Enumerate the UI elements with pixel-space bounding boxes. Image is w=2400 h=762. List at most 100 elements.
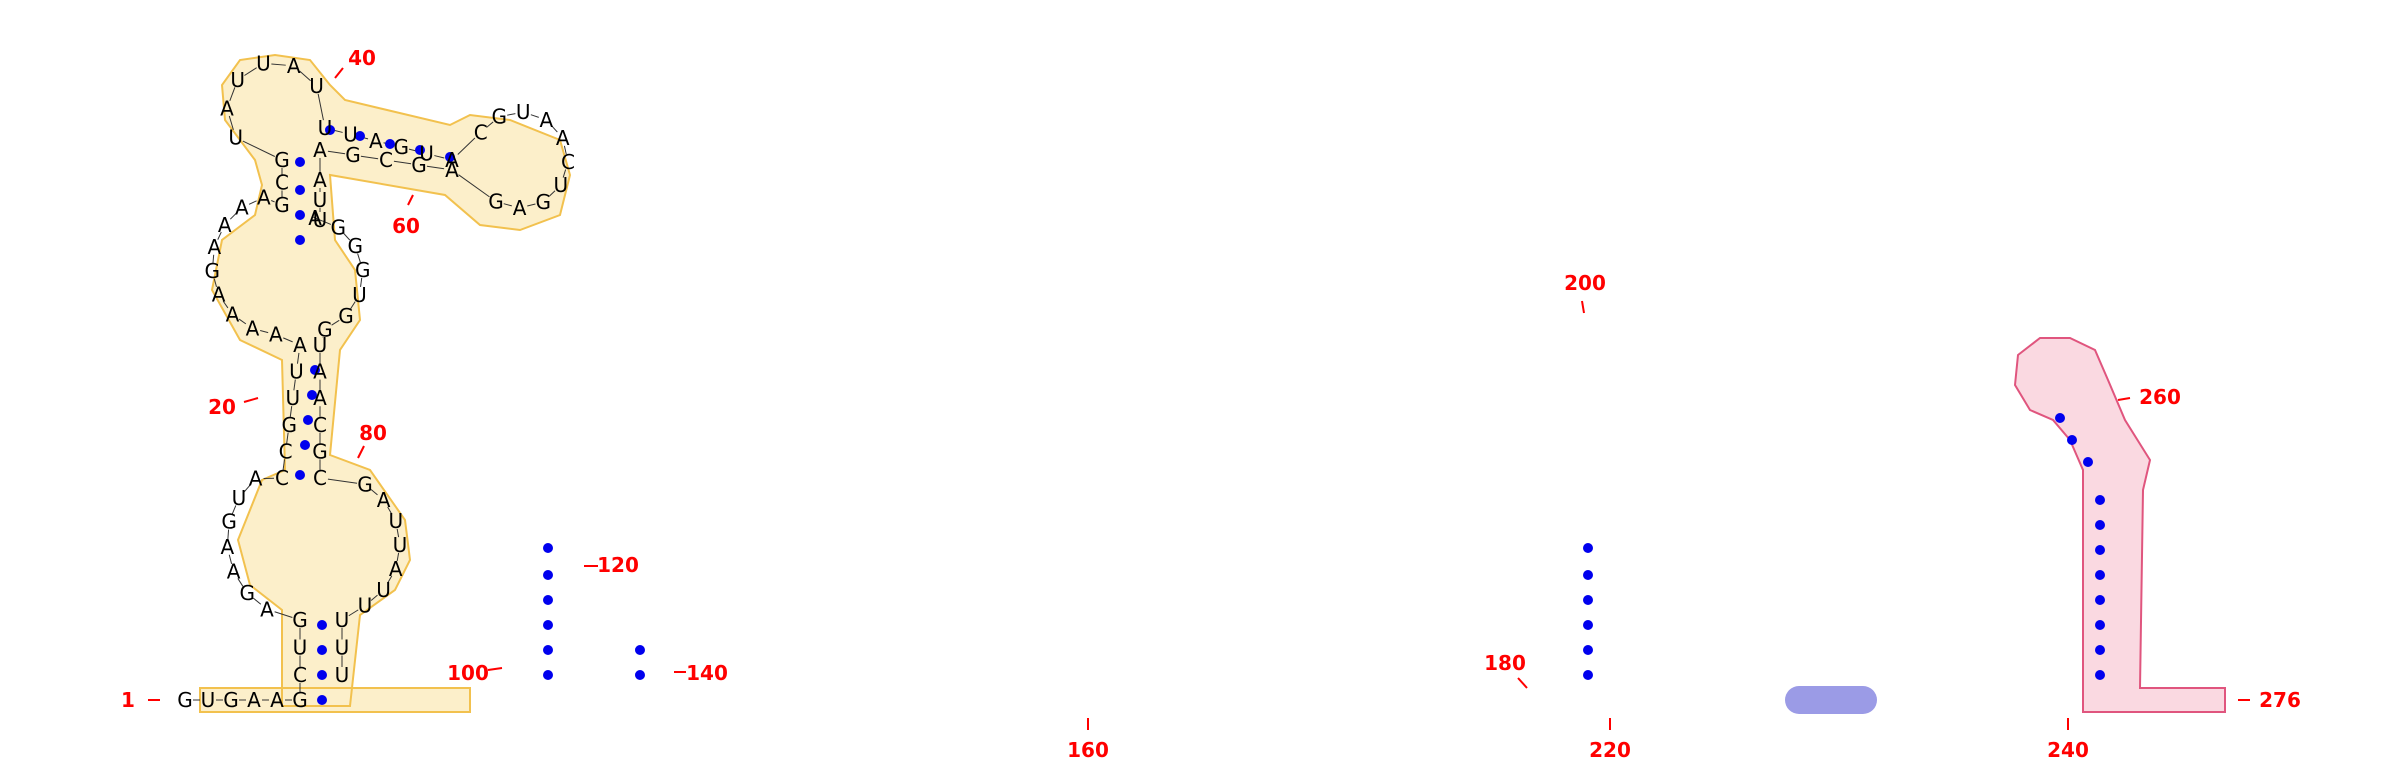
nucleotide: A — [389, 557, 403, 581]
backbone-segment — [393, 160, 412, 165]
base-pair-dot — [543, 570, 553, 580]
base-pair-dot — [415, 145, 425, 155]
nucleotide: A — [313, 138, 327, 162]
nucleotide: G — [274, 193, 290, 217]
nucleotide: A — [287, 54, 301, 78]
nucleotide: G — [177, 688, 193, 712]
backbone-segment — [227, 529, 230, 540]
nucleotide: A — [313, 360, 327, 384]
base-pair-dot — [295, 210, 305, 220]
position-label-140: 140 — [686, 661, 728, 685]
nucleotide: U — [313, 188, 328, 212]
position-label-220: 220 — [1589, 738, 1631, 762]
backbone-segment — [507, 113, 516, 116]
backbone-segment — [312, 216, 323, 222]
nucleotide: G — [331, 215, 347, 239]
backbone-segment — [426, 165, 445, 170]
backbone-segment — [212, 254, 215, 264]
base-pair-dot — [2095, 520, 2105, 530]
nucleotide: A — [293, 333, 307, 357]
backbone-segment — [274, 611, 293, 619]
nucleotide: C — [561, 150, 575, 174]
base-pair-dot — [2083, 457, 2093, 467]
backbone-segment — [563, 145, 567, 155]
nucleotide: C — [313, 466, 327, 490]
backbone-segment — [349, 301, 356, 310]
nucleotide: A — [220, 535, 234, 559]
base-pair-dot — [1583, 670, 1593, 680]
base-pair-dot — [295, 235, 305, 245]
base-pair-dot — [303, 415, 313, 425]
backbone-segment — [296, 352, 300, 364]
nucleotide: A — [235, 196, 249, 220]
tick-20 — [243, 397, 259, 403]
backbone-segment — [222, 300, 229, 309]
nucleotide: A — [227, 560, 241, 584]
nucleotide: U — [318, 116, 333, 140]
nucleotide: A — [220, 96, 234, 120]
nucleotide: A — [260, 597, 274, 621]
backbone-segment — [317, 93, 324, 121]
backbone-segment — [244, 67, 257, 76]
position-label-276: 276 — [2259, 688, 2301, 712]
backbone-segment — [348, 609, 359, 617]
nucleotide: U — [393, 533, 408, 557]
tick-260 — [2117, 397, 2131, 401]
backbone-segment — [260, 330, 269, 334]
nucleotide: U — [335, 608, 350, 632]
nucleotide: C — [474, 120, 488, 144]
nucleotide: C — [279, 439, 293, 463]
backbone-segment — [253, 597, 262, 605]
position-label-240: 240 — [2047, 738, 2089, 762]
position-label-180: 180 — [1484, 651, 1526, 675]
nucleotide: G — [393, 135, 409, 159]
nucleotide: A — [513, 196, 527, 220]
nucleotide: U — [289, 360, 304, 384]
backbone-segment — [248, 200, 257, 205]
nucleotide: C — [275, 466, 289, 490]
backbone-segment — [370, 594, 378, 601]
base-pair-dot — [2055, 413, 2065, 423]
highlight-regions — [199, 53, 2226, 714]
nucleotide: U — [343, 122, 358, 146]
base-pair-dot — [310, 365, 320, 375]
base-pair-dot — [1583, 595, 1593, 605]
backbone-segment — [503, 203, 512, 207]
nucleotide: U — [358, 594, 373, 618]
backbone-segment — [228, 115, 234, 131]
nucleotide: G — [205, 259, 221, 283]
backbone-segment — [217, 231, 222, 240]
position-label-200: 200 — [1564, 271, 1606, 295]
base-pair-dot — [543, 620, 553, 630]
base-pair-dot — [2095, 495, 2105, 505]
nucleotide: G — [274, 148, 290, 172]
backbone-segment — [213, 278, 217, 287]
base-pair-dot — [1583, 543, 1593, 553]
nucleotide: G — [221, 510, 237, 534]
position-labels: 1 20 40 60 80 100 120 140 160 180 200 22… — [121, 46, 2301, 762]
base-pair-dot — [2095, 645, 2105, 655]
tick-100 — [487, 667, 503, 671]
base-pair-dot — [543, 595, 553, 605]
base-pair-dot — [307, 390, 317, 400]
backbone-segment — [299, 70, 311, 82]
backbone-segment — [458, 174, 490, 198]
highlight-yellow-domain — [199, 53, 572, 713]
backbone-segment — [327, 478, 358, 484]
nucleotide: U — [388, 509, 403, 533]
highlight-blue-motif — [1785, 686, 1877, 714]
nucleotide: G — [281, 413, 297, 437]
nucleotide: G — [312, 439, 328, 463]
nucleotide: U — [313, 333, 328, 357]
nucleotide: A — [369, 129, 383, 153]
base-pair-dot — [2095, 620, 2105, 630]
base-pair-dot — [355, 131, 365, 141]
base-pair-dots — [295, 125, 2105, 705]
backbone-segment — [286, 432, 289, 444]
base-pair-dot — [543, 645, 553, 655]
base-pair-dot — [385, 139, 395, 149]
backbone-segment — [434, 155, 445, 159]
nucleotide: C — [379, 148, 393, 172]
nucleotide: A — [445, 148, 459, 172]
